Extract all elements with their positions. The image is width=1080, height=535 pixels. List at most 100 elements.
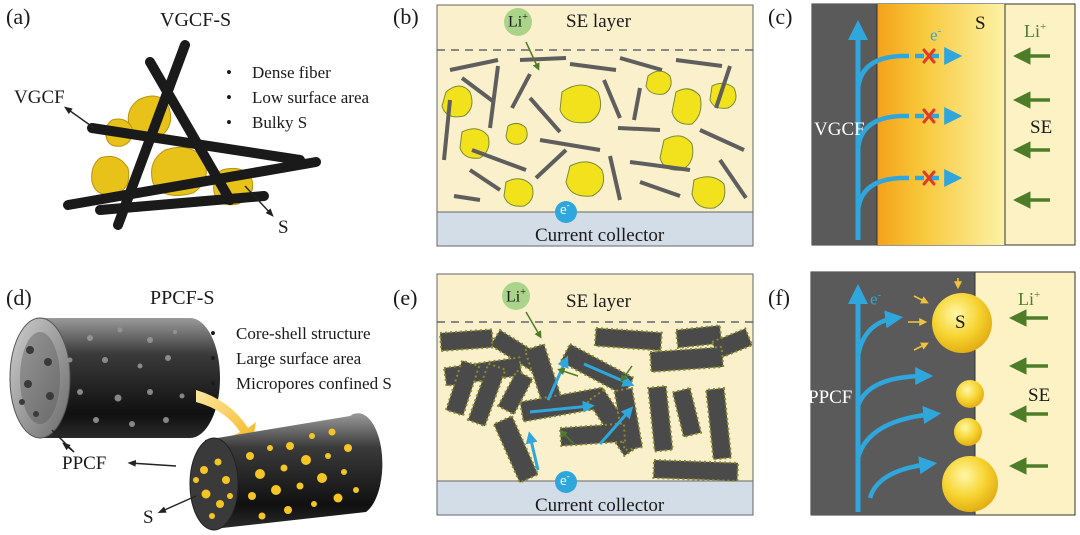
carbon-fiber	[471, 148, 527, 172]
carbon-fiber	[714, 65, 732, 109]
blocked-mark	[922, 108, 936, 124]
sulfur-sphere	[954, 418, 982, 446]
ppcf-cylinder	[40, 318, 220, 438]
carbon-fiber	[534, 148, 568, 180]
li-ion-label: Li+	[506, 287, 526, 306]
sulfur-particle	[691, 176, 726, 209]
sulfur-sphere-label: S	[955, 312, 966, 333]
sulfur-particle	[645, 70, 672, 95]
carbon-fiber	[63, 157, 321, 210]
panel-label-c: (c)	[768, 4, 793, 29]
panel-d-bullet-2: Large surface area	[210, 350, 361, 367]
li-ion-bubble	[502, 282, 530, 310]
se-layer-label: SE layer	[566, 291, 631, 312]
coated-fiber	[648, 345, 725, 374]
carbon-fiber	[488, 65, 500, 129]
sulfur-particle	[459, 128, 490, 159]
li-ion-label: Li+	[508, 12, 528, 31]
carbon-fiber	[619, 56, 663, 72]
sulfur-particle	[559, 84, 602, 124]
sulfur-sphere	[932, 293, 992, 353]
panel-d-bullet-3: Micropores confined S	[210, 375, 392, 392]
ppcf-label: PPCF	[62, 453, 107, 474]
electron-bubble	[555, 201, 577, 223]
electron-label: e-	[870, 289, 882, 309]
coated-fiber	[496, 369, 535, 416]
sulfur-sphere	[942, 456, 998, 512]
se-layer-label: SE layer	[566, 11, 631, 32]
carbon-fiber	[87, 123, 305, 165]
carbon-fiber	[510, 73, 532, 109]
panel-label-f: (f)	[768, 285, 790, 310]
sulfur-particle	[565, 161, 605, 197]
current-collector-label: Current collector	[535, 225, 665, 246]
carbon-fiber	[569, 62, 617, 72]
sulfur-label: S	[143, 507, 154, 528]
electron-label: e-	[560, 200, 570, 218]
carbon-fiber	[608, 155, 622, 201]
panel-c-diagram	[811, 3, 1076, 246]
carbon-fiber	[95, 191, 269, 215]
electron-label: e-	[930, 25, 942, 45]
blocked-mark	[922, 48, 936, 64]
panel-a-illustration	[63, 40, 321, 230]
panel-b-diagram	[436, 4, 754, 247]
coated-fiber	[674, 324, 723, 350]
carbon-fiber	[449, 58, 499, 72]
sulfur-particle	[503, 178, 534, 207]
cylinder-end	[189, 437, 239, 531]
vgcf-region-label: VGCF	[814, 119, 865, 140]
panel-f-diagram	[810, 271, 1076, 516]
panel-label-d: (d)	[6, 285, 32, 310]
coated-fiber	[652, 458, 739, 482]
coated-fiber	[492, 414, 540, 484]
panel-d-bullet-1: Core-shell structure	[210, 325, 370, 342]
se-region-label: SE	[1030, 117, 1053, 138]
panel-label-e: (e)	[393, 285, 418, 310]
carbon-fiber	[528, 96, 562, 134]
carbon-fiber	[602, 79, 622, 119]
electron-bubble	[555, 471, 577, 493]
coated-fiber	[438, 328, 495, 353]
carbon-fiber	[460, 76, 496, 104]
li-ion-bubble	[504, 8, 532, 36]
coated-fiber	[518, 386, 608, 423]
coated-fiber-group	[438, 324, 754, 484]
carbon-fiber	[468, 168, 502, 192]
carbon-fiber	[699, 128, 745, 152]
carbon-fiber	[629, 160, 691, 172]
carbon-fiber	[442, 99, 452, 161]
sulfur-particle	[671, 88, 702, 125]
panel-e-diagram	[436, 273, 754, 516]
ppcf-region-label: PPCF	[808, 387, 853, 408]
electron-label: e-	[560, 471, 570, 489]
carbon-fiber	[675, 58, 723, 68]
panel-d-title: PPCF-S	[150, 287, 215, 309]
carbon-fiber	[718, 158, 748, 200]
coated-fiber	[646, 384, 674, 453]
carbon-fiber	[639, 180, 681, 198]
carbon-fiber	[617, 126, 661, 132]
carbon-fiber	[519, 56, 567, 62]
panel-a-bullet-2: Low surface area	[226, 89, 369, 106]
panel-a-bullet-3: Bulky S	[226, 114, 307, 131]
carbon-fiber	[539, 138, 601, 152]
current-collector-label: Current collector	[535, 495, 665, 516]
se-region-label: SE	[1028, 385, 1051, 406]
sulfur-particle	[505, 122, 528, 145]
panel-label-b: (b)	[393, 4, 419, 29]
carbon-fiber	[632, 87, 642, 121]
panel-d-illustration	[9, 317, 383, 531]
li-ion-label: Li+	[1024, 21, 1047, 41]
sulfur-label: S	[278, 217, 289, 238]
sulfur-particle	[91, 155, 130, 196]
blocked-mark	[922, 170, 936, 186]
panel-label-a: (a)	[6, 4, 31, 29]
vgcf-label: VGCF	[14, 87, 65, 108]
panel-a-bullet-1: Dense fiber	[226, 64, 331, 81]
carbon-fiber	[453, 194, 481, 202]
cylinder-end	[9, 317, 71, 439]
sulfur-sphere	[956, 380, 984, 408]
transform-arrow	[196, 390, 256, 446]
